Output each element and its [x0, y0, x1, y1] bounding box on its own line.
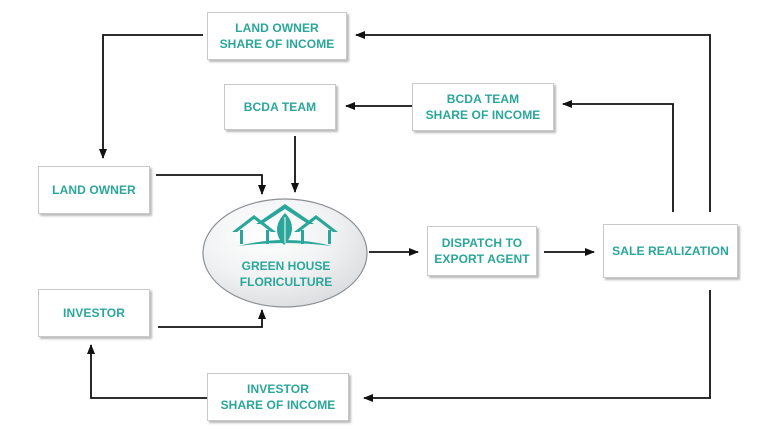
arrow-landowner-share-to-landowner: [99, 34, 203, 159]
land-owner-label: LAND OWNER: [52, 183, 136, 197]
arrow-sale-to-investor-share: [363, 290, 711, 402]
investor-box: INVESTOR: [38, 289, 150, 337]
bcda-team-share-line1: BCDA TEAM: [446, 92, 520, 106]
investor-label: INVESTOR: [63, 306, 125, 320]
dispatch-line1: DISPATCH TO: [441, 236, 523, 250]
arrow-landowner-to-greenhouse: [156, 174, 266, 195]
investor-share-line1: INVESTOR: [247, 382, 309, 396]
dispatch-line2: EXPORT AGENT: [434, 252, 530, 266]
bcda-team-box: BCDA TEAM: [224, 84, 336, 130]
land-owner-share-line1: LAND OWNER: [235, 21, 319, 35]
land-owner-share-line2: SHARE OF INCOME: [219, 37, 335, 51]
bcda-team-share-box: BCDA TEAM SHARE OF INCOME: [412, 83, 554, 131]
arrow-investor-to-greenhouse: [158, 309, 266, 328]
greenhouse-line2: FLORICULTURE: [239, 275, 333, 289]
sale-realization-label: SALE REALIZATION: [612, 244, 729, 258]
investor-share-line2: SHARE OF INCOME: [220, 398, 336, 412]
bcda-team-label: BCDA TEAM: [243, 100, 317, 114]
greenhouse-line1: GREEN HOUSE: [241, 259, 331, 273]
land-owner-box: LAND OWNER: [38, 166, 150, 214]
land-owner-share-box: LAND OWNER SHARE OF INCOME: [207, 12, 347, 60]
arrow-sale-to-bcda-share: [562, 100, 674, 212]
dispatch-box: DISPATCH TO EXPORT AGENT: [427, 226, 537, 276]
investor-share-box: INVESTOR SHARE OF INCOME: [207, 373, 349, 421]
arrow-investor-share-to-investor: [87, 344, 207, 399]
arrow-sale-to-landowner-share: [355, 31, 711, 212]
bcda-team-share-line2: SHARE OF INCOME: [425, 108, 541, 122]
greenhouse-label: GREEN HOUSE FLORICULTURE: [203, 258, 369, 290]
sale-realization-box: SALE REALIZATION: [603, 224, 738, 278]
